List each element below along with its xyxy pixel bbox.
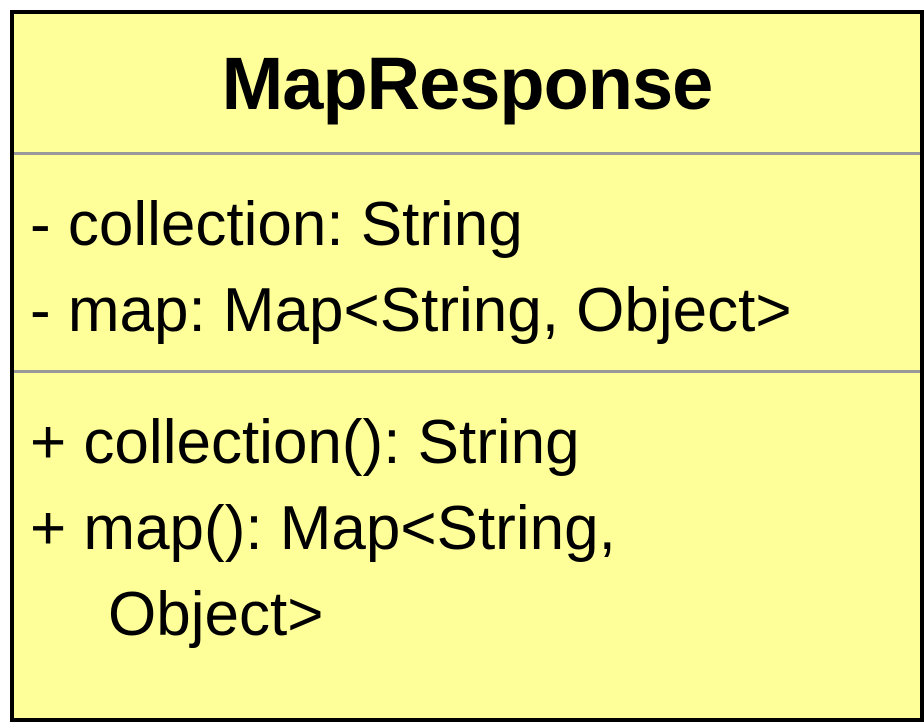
operations-divider: [14, 370, 920, 373]
uml-class-box: MapResponse - collection: String - map: …: [10, 10, 924, 722]
class-name: MapResponse: [221, 41, 714, 125]
attributes-divider: [14, 152, 920, 155]
operation-map-signature: + map(): Map<String,: [30, 494, 616, 563]
attribute-collection: - collection: String: [30, 190, 523, 259]
operation-map-return-continuation: Object>: [108, 580, 324, 649]
attributes-compartment: - collection: String - map: Map<String, …: [30, 182, 914, 354]
operation-map: + map(): Map<String, Object>: [30, 486, 914, 658]
operations-compartment: + collection(): String + map(): Map<Stri…: [30, 400, 914, 658]
attribute-map: - map: Map<String, Object>: [30, 276, 792, 345]
operation-collection: + collection(): String: [30, 408, 580, 477]
